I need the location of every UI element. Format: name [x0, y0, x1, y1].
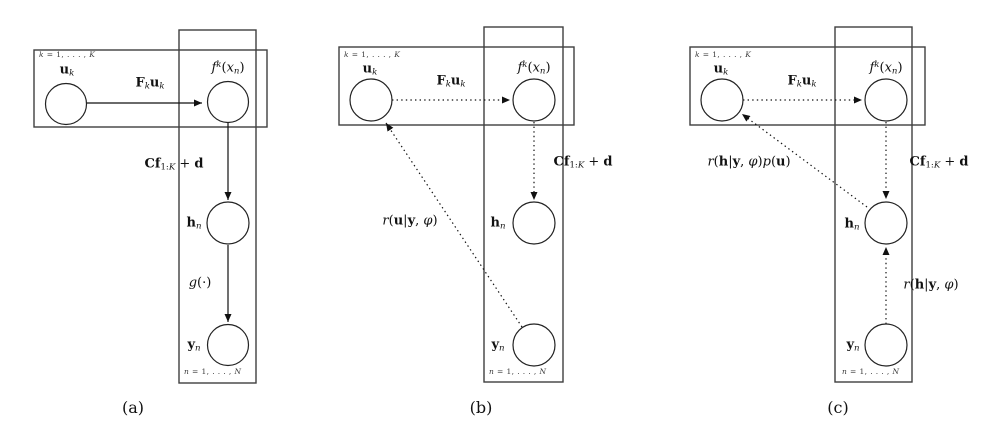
edge-fh-label-a: Cf1:K + d — [144, 156, 204, 173]
edge-fh-label-c: Cf1:K + d — [909, 154, 969, 171]
edge-uf-label-a: Fkuk — [135, 75, 165, 92]
edge-yh-label-c: r(h|y, φ) — [903, 277, 959, 293]
plate-n-b — [483, 26, 564, 383]
node-f-label-b: fk(xn) — [517, 59, 551, 77]
plate-n-label-a: n = 1, . . . , N — [184, 367, 242, 376]
edge-uf-label-b: Fkuk — [436, 73, 466, 90]
plate-n-a — [178, 29, 257, 384]
plate-k-a — [33, 49, 268, 128]
caption-c: (c) — [827, 398, 849, 417]
node-u-a — [44, 82, 88, 126]
node-h-c — [864, 201, 908, 245]
node-f-label-c: fk(xn) — [869, 59, 903, 77]
plate-k-c — [689, 46, 926, 126]
edge-fh-label-b: Cf1:K + d — [553, 154, 613, 171]
panel-b-shapes — [338, 26, 575, 383]
node-y-label-c: yn — [846, 337, 860, 354]
node-u-b — [349, 78, 393, 122]
node-h-label-c: hn — [844, 216, 860, 233]
caption-b: (b) — [469, 398, 493, 417]
edge-hu-label-c: r(h|y, φ)p(u) — [707, 154, 791, 170]
node-h-label-a: hn — [186, 215, 202, 232]
node-u-label-c: uk — [713, 61, 729, 78]
panel-a-shapes — [33, 29, 268, 384]
node-h-label-b: hn — [490, 215, 506, 232]
panel-c-shapes — [689, 26, 926, 383]
plate-n-label-c: n = 1, . . . , N — [842, 367, 900, 376]
node-u-label-a: uk — [59, 62, 75, 79]
edge-h-to-u-c — [741, 113, 868, 208]
node-y-a — [206, 323, 250, 367]
edge-hy-label-a: g(·) — [188, 275, 212, 291]
plate-n-label-b: n = 1, . . . , N — [489, 367, 547, 376]
plate-n-c — [834, 26, 913, 383]
node-f-c — [864, 78, 908, 122]
plate-k-label-c: k = 1, . . . , K — [695, 50, 752, 59]
node-f-label-a: fk(xn) — [211, 59, 245, 77]
plate-k-b — [338, 46, 575, 126]
node-u-c — [700, 78, 744, 122]
edge-yu-label-b: r(u|y, φ) — [382, 213, 438, 229]
node-u-label-b: uk — [362, 61, 378, 78]
node-h-b — [512, 201, 556, 245]
node-y-b — [512, 323, 556, 367]
plate-k-label-a: k = 1, . . . , K — [39, 50, 96, 59]
node-y-label-b: yn — [491, 337, 505, 354]
plate-k-label-b: k = 1, . . . , K — [344, 50, 401, 59]
edge-uf-label-c: Fkuk — [787, 73, 817, 90]
node-f-a — [206, 80, 250, 124]
node-h-a — [206, 201, 250, 245]
node-y-label-a: yn — [187, 337, 201, 354]
node-f-b — [512, 78, 556, 122]
node-y-c — [864, 323, 908, 367]
caption-a: (a) — [121, 398, 145, 417]
